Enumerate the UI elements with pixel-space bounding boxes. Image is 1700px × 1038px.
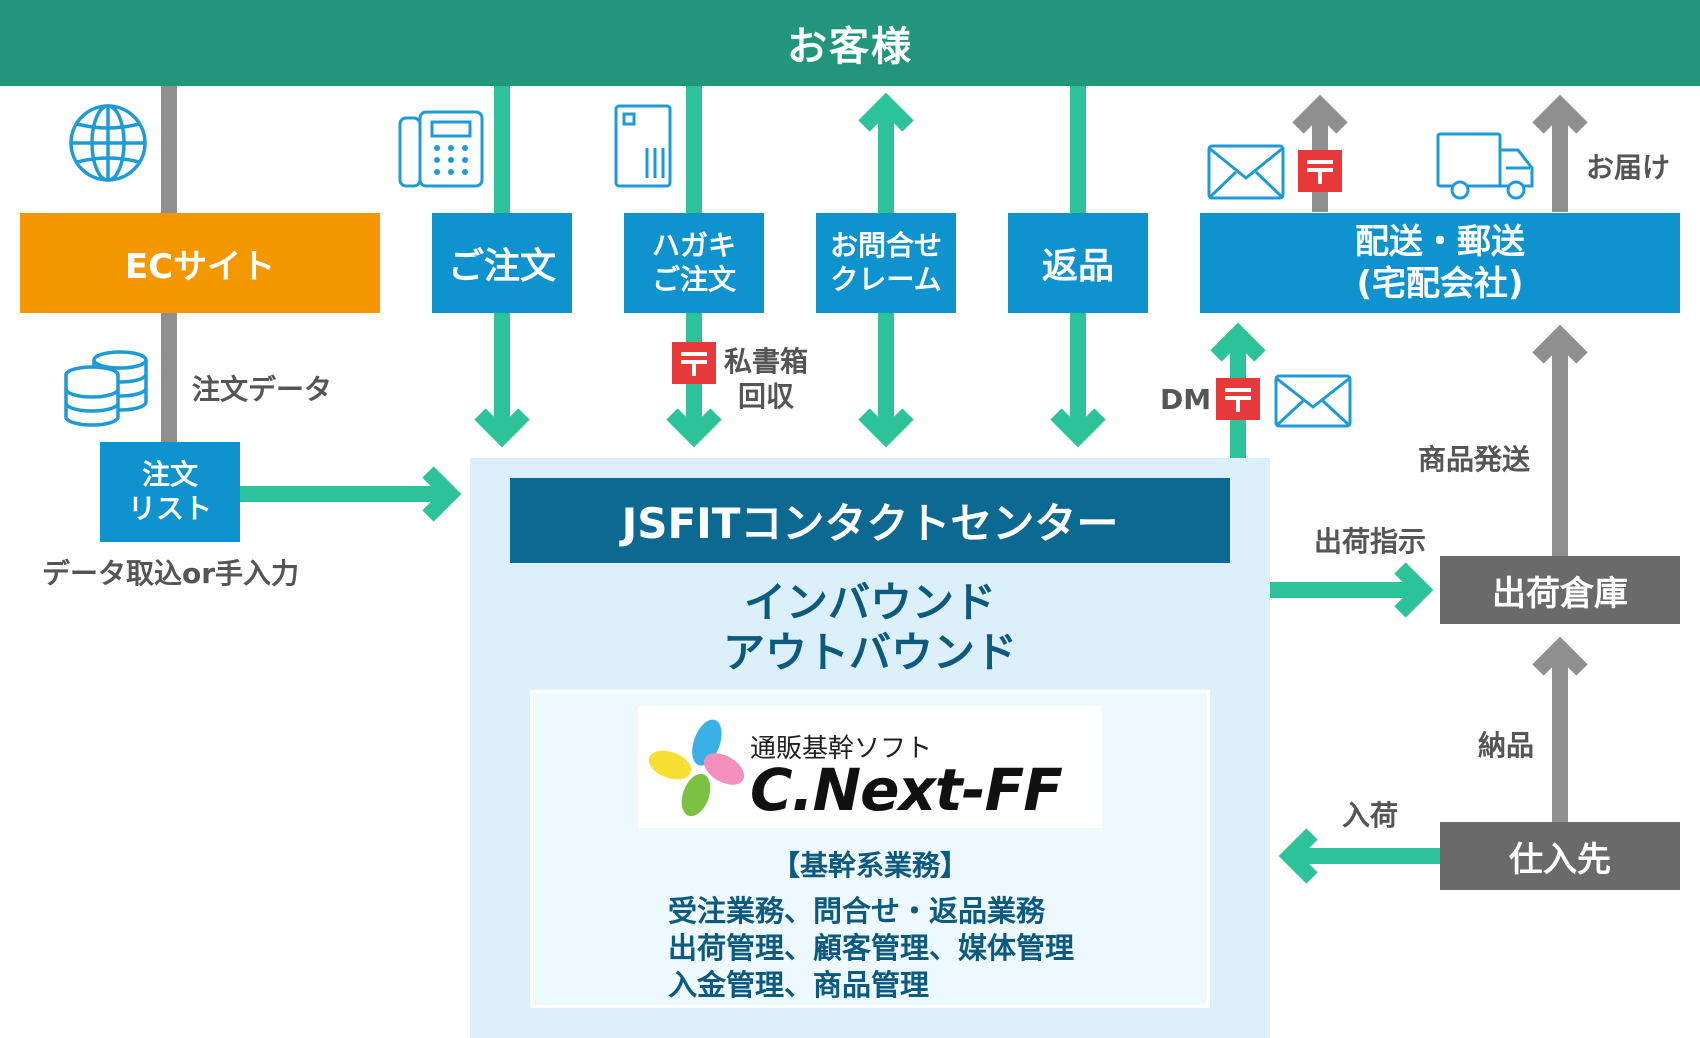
ship-instruction-label: 出荷指示 xyxy=(1314,525,1427,558)
arrow-supply-up xyxy=(1532,636,1588,826)
postal-mark-icon xyxy=(672,342,716,384)
truck-icon xyxy=(1436,132,1534,200)
supplier-box: 仕入先 xyxy=(1440,822,1680,890)
logo-caption: 通販基幹ソフト xyxy=(750,734,933,764)
data-import-label: データ取込or手入力 xyxy=(42,557,300,590)
postcard-order-box: ハガキ ご注文 xyxy=(624,213,764,313)
core-line-2: 出荷管理、顧客管理、媒体管理 xyxy=(668,931,1075,965)
logo-name: C.Next-FF xyxy=(750,756,1063,824)
envelope-icon xyxy=(1207,144,1285,200)
arrow-ship-instruction-right xyxy=(1270,562,1434,618)
globe-icon xyxy=(69,104,147,182)
po-box-label: 私書箱 回収 xyxy=(724,345,809,413)
contact-center-subtitle: インバウンド アウトバウンド xyxy=(722,578,1017,678)
core-heading: 【基幹系業務】 xyxy=(771,849,968,882)
arrow-arrival-left xyxy=(1278,828,1442,884)
core-line-3: 入金管理、商品管理 xyxy=(668,968,930,1002)
cnext-logo: 通販基幹ソフト C.Next-FF xyxy=(638,706,1102,828)
order-box: ご注文 xyxy=(432,213,572,313)
order-data-label: 注文データ xyxy=(192,373,333,406)
delivery-box: 配送・郵送 (宅配会社) xyxy=(1200,213,1680,313)
warehouse-box: 出荷倉庫 xyxy=(1440,556,1680,624)
product-ship-label: 商品発送 xyxy=(1418,443,1531,476)
envelope-icon xyxy=(1274,374,1352,428)
telephone-icon xyxy=(398,110,484,188)
postal-mark-icon xyxy=(1216,378,1260,420)
customer-header: お客様 xyxy=(0,0,1700,86)
dm-label: DM xyxy=(1160,383,1212,416)
contact-center-title: JSFITコンタクトセンター xyxy=(510,478,1230,563)
database-icon xyxy=(64,350,148,427)
postcard-icon xyxy=(614,104,672,188)
arrow-deliver-up xyxy=(1532,94,1588,212)
arrow-ship-up xyxy=(1532,324,1588,560)
delivery-in-label: 納品 xyxy=(1478,729,1535,762)
ec-site-box: ECサイト xyxy=(20,213,380,313)
order-list-box: 注文 リスト xyxy=(100,442,240,542)
deliver-label: お届け xyxy=(1586,151,1671,184)
petals-logo-icon xyxy=(648,719,745,817)
postal-mark-icon xyxy=(1298,150,1342,192)
arrival-label: 入荷 xyxy=(1342,799,1399,832)
inquiry-box: お問合せ クレーム xyxy=(816,213,956,313)
core-line-1: 受注業務、問合せ・返品業務 xyxy=(668,894,1046,928)
returns-box: 返品 xyxy=(1008,213,1148,313)
arrow-orderlist-right xyxy=(240,466,462,522)
